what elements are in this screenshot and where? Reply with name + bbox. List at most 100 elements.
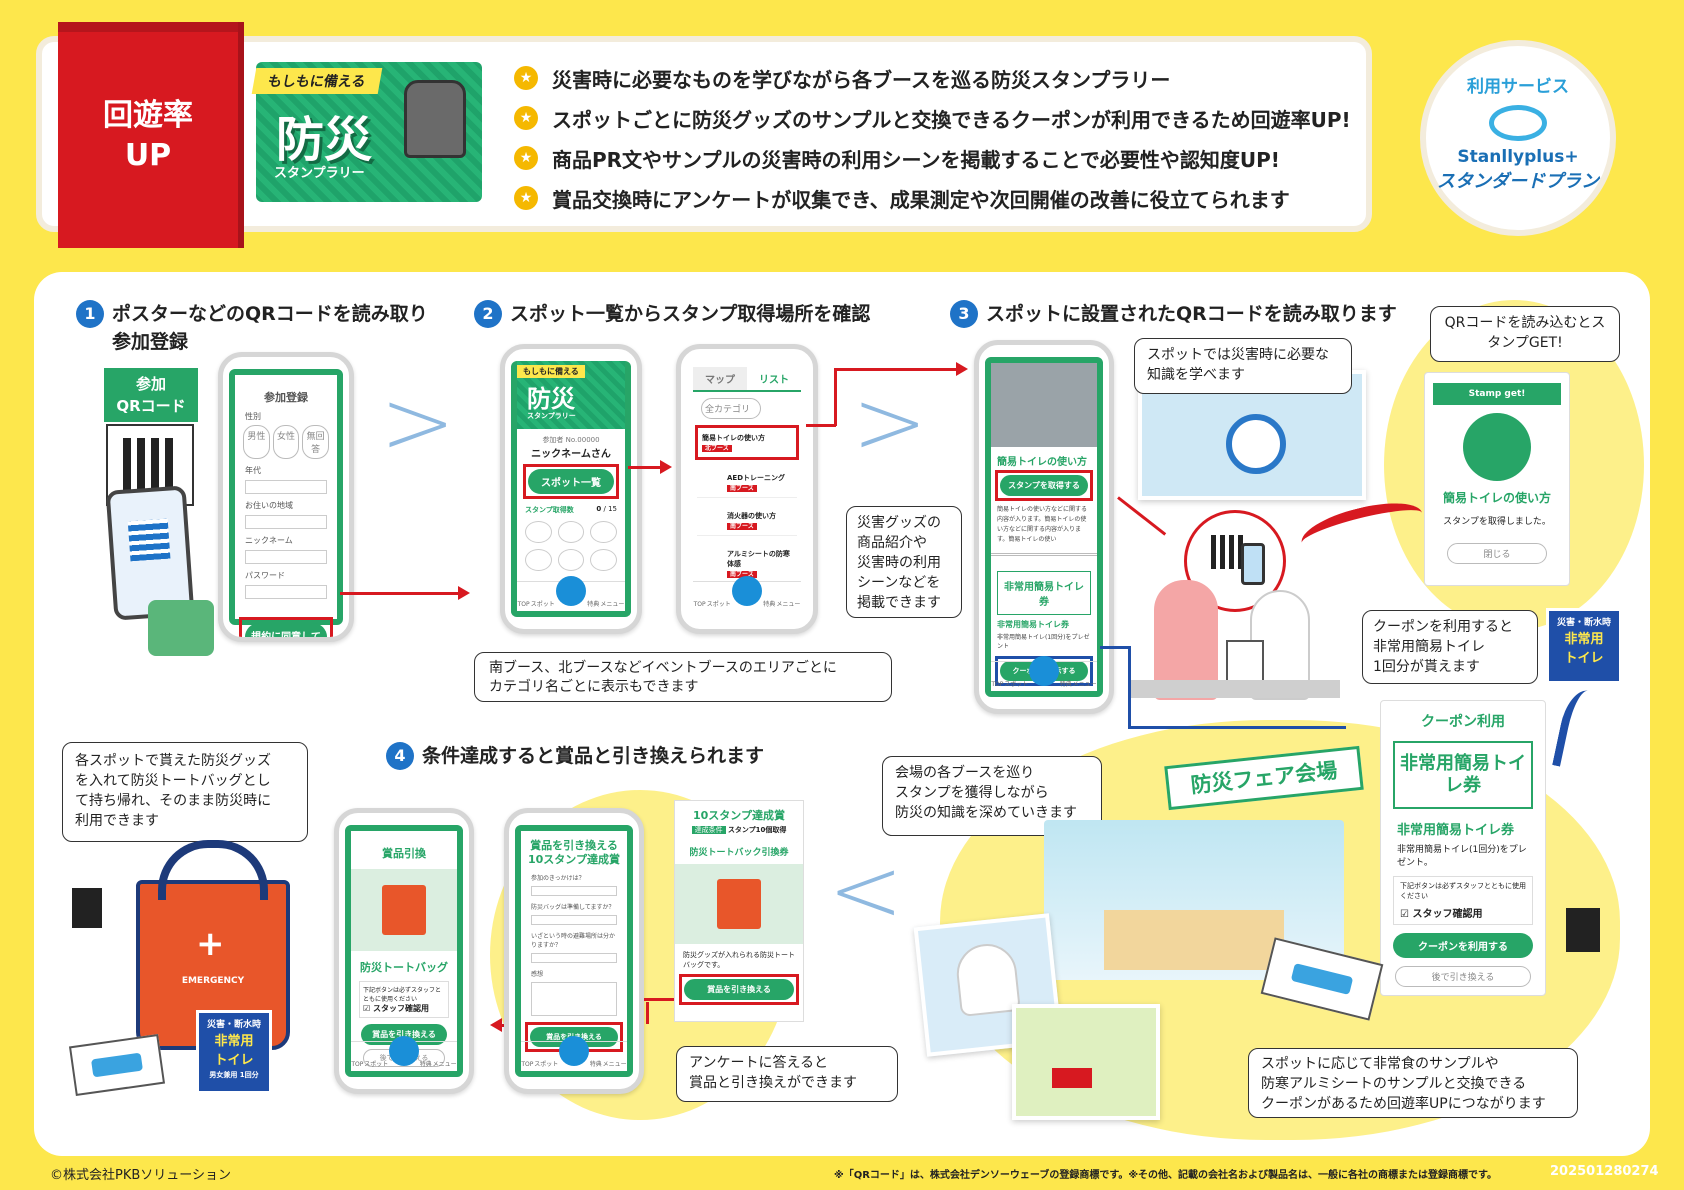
bottom-nav: TOP スポット 特典 メニュー — [517, 576, 625, 611]
staff-checkbox[interactable]: ☑ スタッフ確認用 — [1400, 909, 1483, 920]
nav-menu[interactable]: メニュー — [602, 1061, 627, 1068]
bubble-line: て持ち帰れ、そのまま防災時に — [75, 793, 272, 809]
agree-and-join-button[interactable]: 規約に同意して参加する — [245, 623, 327, 637]
nav-perk[interactable]: 特典 — [587, 601, 600, 608]
nav-top[interactable]: TOP — [517, 601, 530, 608]
nav-top[interactable]: TOP — [521, 1061, 534, 1068]
nav-menu[interactable]: メニュー — [1072, 681, 1097, 688]
list-item[interactable]: AEDトレーニング南ブース — [697, 468, 797, 498]
step-2-text: スポット一覧からスタンプ取得場所を確認 — [510, 303, 871, 325]
age-select[interactable] — [245, 480, 327, 494]
category-select[interactable]: 全カテゴリ — [701, 398, 761, 419]
password-input[interactable] — [245, 585, 327, 599]
nav-qr-button[interactable] — [1028, 656, 1059, 686]
venue-booths — [1104, 910, 1284, 970]
red-connector — [340, 592, 462, 595]
nav-perk[interactable]: 特典 — [1059, 681, 1072, 688]
survey-select[interactable] — [531, 953, 617, 963]
bubble-line: スポットに応じて非常食のサンプルや — [1261, 1056, 1499, 1072]
bubble-line: 掲載できます — [857, 595, 941, 611]
survey-title: 賞品を引き換える 10スタンプ達成賞 — [521, 839, 627, 867]
spot-description: 簡易トイレの使い方などに関する内容が入ります。簡易トイレの使い方などに関する内容… — [997, 506, 1088, 543]
bubble-line: クーポンを利用すると — [1373, 619, 1513, 635]
gender-option-none[interactable]: 無回答 — [302, 425, 330, 459]
feature-text: 商品PR文やサンプルの災害時の利用シーンを掲載することで必要性や認知度UP! — [552, 147, 1280, 172]
battery-icon — [1566, 908, 1600, 952]
nickname-input[interactable] — [245, 550, 327, 564]
copyright: ©株式会社PKBソリューション — [50, 1168, 232, 1183]
step-1-text: ポスターなどのQRコードを読み取り参加登録 — [112, 300, 428, 356]
booth-scene — [1150, 560, 1350, 700]
nav-spot[interactable]: スポット — [534, 1061, 559, 1068]
tab-map[interactable]: マップ — [693, 367, 747, 390]
phone-reward: 賞品引換 防災トートバッグ 下記ボタンは必ずスタッフとともに使用ください ☑ ス… — [334, 808, 474, 1094]
survey-textarea[interactable] — [531, 982, 617, 1016]
stamp-total: / 15 — [603, 505, 618, 513]
star-icon: ★ — [514, 66, 538, 90]
battery-icon — [72, 888, 102, 928]
nav-qr-button[interactable] — [388, 1036, 419, 1066]
staff-check-label: スタッフ確認用 — [1412, 909, 1483, 920]
bubble-line: 災害時の利用 — [857, 555, 941, 571]
logo-title: 防災 — [276, 112, 373, 168]
list-item[interactable]: 簡易トイレの使い方北ブース — [695, 425, 799, 460]
close-button[interactable]: 閉じる — [1447, 543, 1547, 564]
nav-menu[interactable]: メニュー — [600, 601, 625, 608]
reward-screen: 賞品引換 防災トートバッグ 下記ボタンは必ずスタッフとともに使用ください ☑ ス… — [345, 825, 463, 1077]
nav-perk[interactable]: 特典 — [589, 1061, 602, 1068]
top-screen: もしもに備える 防災 スタンプラリー 参加者 No.00000 ニックネームさん… — [511, 361, 631, 617]
tab-list[interactable]: リスト — [759, 375, 789, 386]
redeem-prize-button[interactable]: 賞品を引き換える — [361, 1024, 447, 1045]
nav-top[interactable]: TOP — [693, 601, 706, 608]
step-number: 1 — [76, 300, 104, 328]
survey-question: 参加のきっかけは？ — [531, 875, 585, 882]
list-item[interactable]: アルミシートの防寒体感南ブース — [697, 544, 797, 583]
prize-image — [675, 864, 803, 944]
nav-spot[interactable]: スポット — [706, 601, 731, 608]
feature-item: ★賞品交換時にアンケートが収集でき、成果測定や次回開催の改善に役立てられます — [514, 178, 1351, 218]
nav-qr-button[interactable] — [556, 576, 586, 606]
document-id: 202501280274 — [1550, 1164, 1659, 1179]
prize-name: 防災トートバック引換券 — [689, 848, 789, 858]
stamp-rally-logo: もしもに備える 防災 スタンプラリー — [251, 62, 482, 202]
flow-arrow-icon: > — [852, 370, 928, 475]
use-coupon-button[interactable]: クーポンを利用する — [1393, 933, 1533, 958]
staff-checkbox[interactable]: ☑ スタッフ確認用 — [363, 1004, 429, 1013]
nav-qr-button[interactable] — [732, 576, 762, 606]
gender-options: 男性 女性 無回答 — [243, 425, 330, 459]
reward-title: 賞品引換 — [382, 847, 426, 860]
redeem-prize-button[interactable]: 賞品を引き換える — [684, 979, 794, 1000]
aed-icon — [1052, 1068, 1092, 1088]
gender-option-female[interactable]: 女性 — [272, 425, 300, 459]
nav-top[interactable]: TOP — [351, 1061, 364, 1068]
nav-perk[interactable]: 特典 — [763, 601, 776, 608]
gender-option-male[interactable]: 男性 — [243, 425, 270, 459]
nav-spot[interactable]: スポット — [1004, 681, 1029, 688]
wipes-opening — [1290, 963, 1354, 995]
get-stamp-button[interactable]: スタンプを取得する — [1000, 475, 1088, 496]
bubble-line: 災害グッズの — [857, 515, 941, 531]
redeem-later-button[interactable]: 後で引き換える — [1395, 966, 1531, 987]
stamp-slot — [557, 521, 585, 543]
stamp-count-value: 0 / 15 — [596, 505, 617, 515]
area-select[interactable] — [245, 515, 327, 529]
survey-select[interactable] — [531, 915, 617, 925]
nav-spot[interactable]: スポット — [364, 1061, 389, 1068]
nav-top[interactable]: TOP — [991, 681, 1004, 688]
star-icon: ★ — [514, 186, 538, 210]
nav-menu[interactable]: メニュー — [432, 1061, 457, 1068]
nav-qr-button[interactable] — [558, 1036, 589, 1066]
nav-perk[interactable]: 特典 — [419, 1061, 432, 1068]
survey-select[interactable] — [531, 886, 617, 896]
stamp-grid — [525, 521, 617, 571]
backpack-icon — [404, 80, 466, 158]
nav-spot[interactable]: スポット — [530, 601, 555, 608]
spot-list-button[interactable]: スポット一覧 — [528, 469, 614, 494]
feature-list: ★災害時に必要なものを学びながら各ブースを巡る防災スタンプラリー ★スポットごと… — [514, 58, 1351, 218]
list-item[interactable]: 消火器の使い方南ブース — [697, 506, 797, 536]
spot-name: 簡易トイレの使い方 — [702, 434, 765, 442]
service-plan: スタンダードプラン — [1437, 171, 1599, 192]
nav-menu[interactable]: メニュー — [776, 601, 801, 608]
survey-question: 感想 — [531, 971, 544, 978]
bubble-line: 南ブース、北ブースなどイベントブースのエリアごとに — [489, 660, 837, 676]
